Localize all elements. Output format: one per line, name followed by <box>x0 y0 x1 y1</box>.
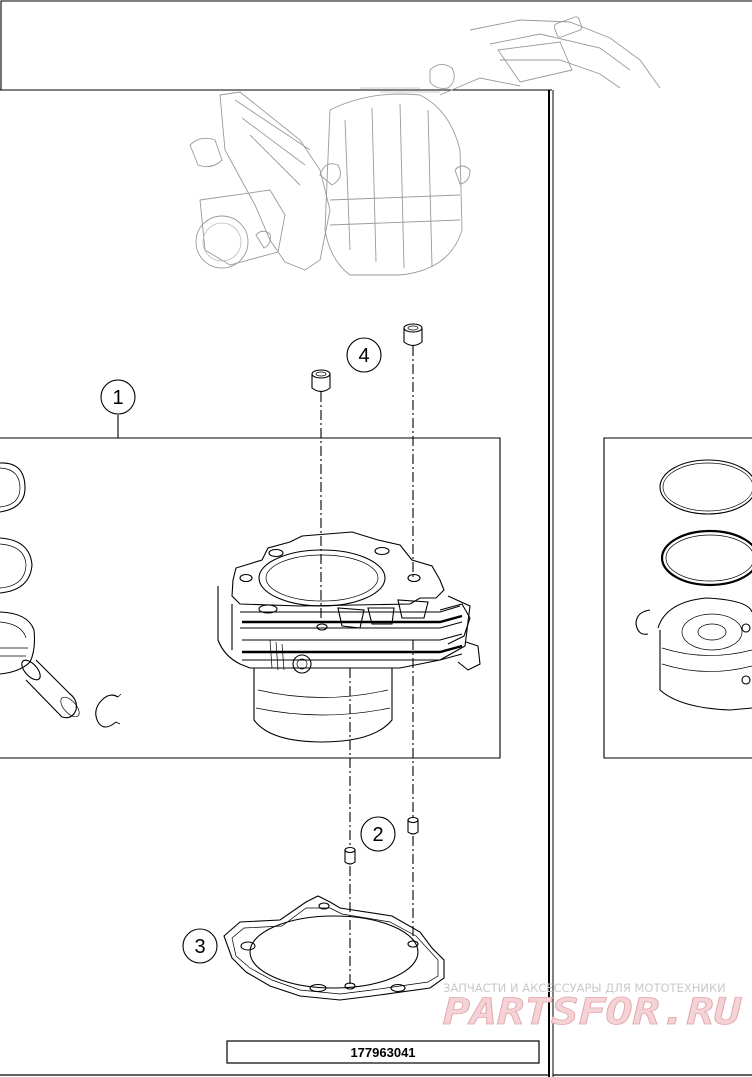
callout-3-label: 3 <box>194 936 205 958</box>
watermark: ЗАПЧАСТИ И АКСЕССУАРЫ ДЛЯ МОТОТЕХНИКИ PA… <box>443 981 743 1033</box>
callout-4-label: 4 <box>358 345 369 367</box>
cylinder-kit-box <box>0 415 501 759</box>
piston-right <box>657 597 752 711</box>
piston-left <box>0 611 36 675</box>
piston-rings-right <box>659 459 752 587</box>
watermark-tagline: ЗАПЧАСТИ И АКСЕССУАРЫ ДЛЯ МОТОТЕХНИКИ <box>443 981 726 995</box>
cylinder-head-illustration <box>189 87 471 276</box>
part-number-text: 177963041 <box>350 1045 415 1060</box>
cylinder-kit-box-right <box>603 437 752 759</box>
dowel-pin-bottom-left <box>344 846 356 865</box>
assembly-lines <box>320 346 414 984</box>
cylinder-base-gasket <box>223 895 445 1001</box>
piston-pin <box>21 659 80 719</box>
watermark-brand: PARTSFOR.RU <box>443 992 743 1033</box>
circlip-right <box>635 609 651 635</box>
callout-3: 3 <box>182 928 218 964</box>
cylinder-head-fragment-top-right <box>429 16 661 96</box>
callout-2-label: 2 <box>372 824 383 846</box>
callout-1: 1 <box>100 379 136 415</box>
callout-4: 4 <box>346 337 382 373</box>
part-number-box: 177963041 <box>226 1040 540 1064</box>
callout-1-label: 1 <box>112 387 123 409</box>
piston-pin-circlip <box>95 693 122 728</box>
dowel-sleeve-top-right <box>403 323 423 347</box>
callout-2: 2 <box>360 816 396 852</box>
piston-rings-left <box>0 462 33 594</box>
cylinder-body <box>217 531 481 743</box>
dowel-pin-bottom-right <box>407 816 419 835</box>
dowel-sleeve-top-left <box>311 369 331 393</box>
